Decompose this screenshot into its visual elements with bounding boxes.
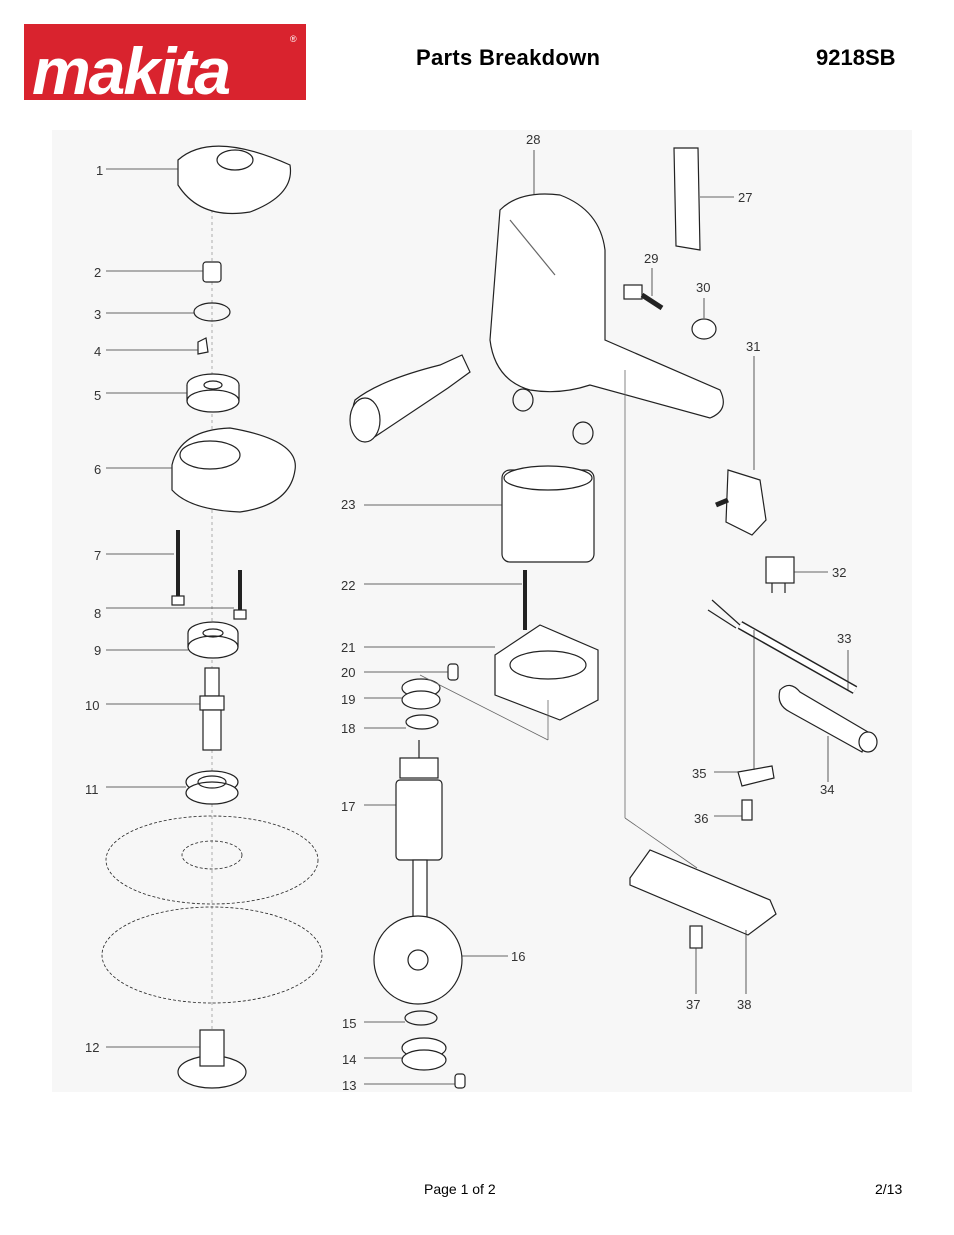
callout-8: 8	[94, 606, 102, 621]
footer-date: 2/13	[875, 1181, 903, 1197]
callout-4: 4	[94, 344, 102, 359]
callout-16: 16	[511, 949, 526, 964]
callout-19: 19	[341, 692, 356, 707]
svg-text:®: ®	[290, 34, 297, 44]
model-number: 9218SB	[816, 45, 896, 70]
callout-9: 9	[94, 643, 102, 658]
callout-20: 20	[341, 665, 356, 680]
callout-18: 18	[341, 721, 356, 736]
callout-1: 1	[96, 163, 104, 178]
callout-6: 6	[94, 462, 102, 477]
brand-wordmark: makita	[32, 34, 229, 100]
callout-30: 30	[696, 280, 711, 295]
page-title: Parts Breakdown	[416, 45, 601, 70]
page-indicator: Page 1 of 2	[424, 1181, 496, 1197]
callout-14: 14	[342, 1052, 357, 1067]
callout-32: 32	[832, 565, 847, 580]
callout-35: 35	[692, 766, 707, 781]
callout-34: 34	[820, 782, 835, 797]
callout-17: 17	[341, 799, 356, 814]
callout-13: 13	[342, 1078, 357, 1093]
callout-15: 15	[342, 1016, 357, 1031]
callout-38: 38	[737, 997, 752, 1012]
callout-33: 33	[837, 631, 852, 646]
callout-27: 27	[738, 190, 753, 205]
callout-10: 10	[85, 698, 100, 713]
callout-31: 31	[746, 339, 761, 354]
callout-22: 22	[341, 578, 356, 593]
callout-11: 11	[85, 782, 99, 797]
callout-21: 21	[341, 640, 356, 655]
callout-12: 12	[85, 1040, 100, 1055]
callout-37: 37	[686, 997, 701, 1012]
parts-diagram	[52, 130, 912, 1092]
callout-3: 3	[94, 307, 102, 322]
callout-29: 29	[644, 251, 659, 266]
makita-logo: makita ®	[24, 24, 306, 108]
callout-7: 7	[94, 548, 102, 563]
callout-2: 2	[94, 265, 102, 280]
callout-36: 36	[694, 811, 709, 826]
callout-23: 23	[341, 497, 356, 512]
callout-28: 28	[526, 132, 541, 147]
callout-5: 5	[94, 388, 102, 403]
